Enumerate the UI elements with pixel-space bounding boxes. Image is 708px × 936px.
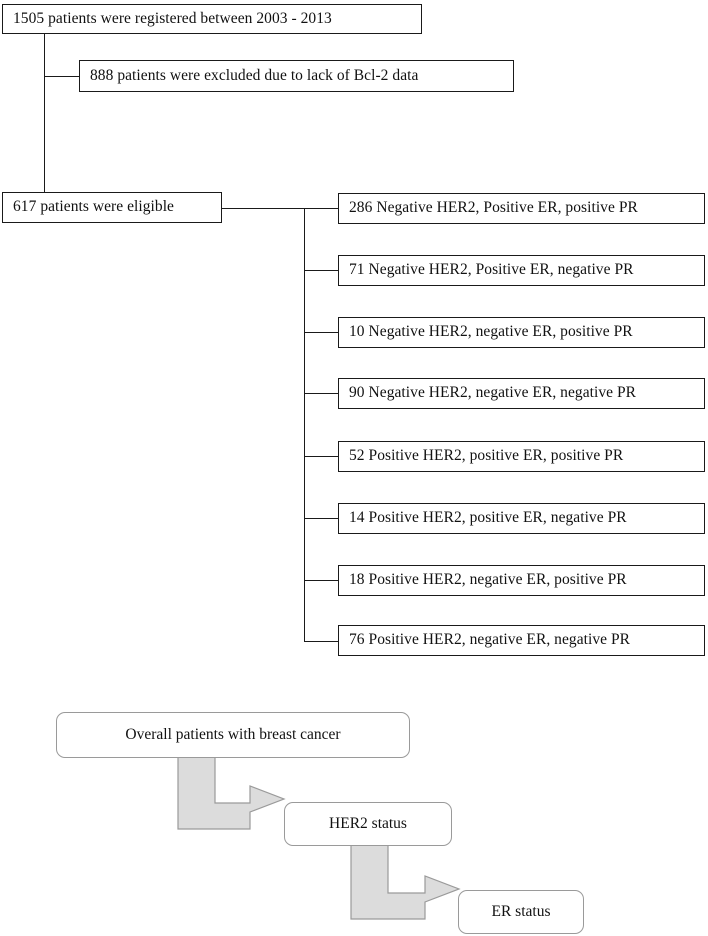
box-excluded: 888 patients were excluded due to lack o… bbox=[79, 60, 514, 92]
box-subgroup-1: 286 Negative HER2, Positive ER, positive… bbox=[338, 193, 705, 224]
box-subgroup-2: 71 Negative HER2, Positive ER, negative … bbox=[338, 255, 705, 286]
rounded-box-her2-status: HER2 status bbox=[284, 802, 452, 846]
box-subgroup-8: 76 Positive HER2, negative ER, negative … bbox=[338, 625, 705, 656]
box-subgroup-5-label: 52 Positive HER2, positive ER, positive … bbox=[349, 447, 624, 465]
connector-eligible-to-trunk bbox=[222, 208, 340, 209]
box-subgroup-2-label: 71 Negative HER2, Positive ER, negative … bbox=[349, 261, 634, 279]
rounded-box-her2-status-label: HER2 status bbox=[329, 815, 407, 832]
connector-subgroup-stub-3 bbox=[304, 332, 340, 333]
box-subgroup-4-label: 90 Negative HER2, negative ER, negative … bbox=[349, 384, 637, 402]
box-subgroup-4: 90 Negative HER2, negative ER, negative … bbox=[338, 378, 705, 409]
connector-registered-to-eligible bbox=[44, 34, 45, 209]
connector-subgroup-stub-6 bbox=[304, 518, 340, 519]
box-subgroup-3: 10 Negative HER2, negative ER, positive … bbox=[338, 317, 705, 348]
box-subgroup-8-label: 76 Positive HER2, negative ER, negative … bbox=[349, 631, 631, 649]
connector-to-excluded bbox=[44, 76, 80, 77]
box-eligible-label: 617 patients were eligible bbox=[13, 198, 174, 216]
connector-subgroup-stub-2 bbox=[304, 270, 340, 271]
connector-subgroup-stub-8 bbox=[304, 641, 340, 642]
connector-subgroup-stub-5 bbox=[304, 456, 340, 457]
box-subgroup-3-label: 10 Negative HER2, negative ER, positive … bbox=[349, 323, 633, 341]
bent-arrow-overall-to-her2 bbox=[177, 754, 286, 830]
rounded-box-er-status-label: ER status bbox=[491, 903, 551, 920]
box-subgroup-7: 18 Positive HER2, negative ER, positive … bbox=[338, 565, 705, 596]
box-subgroup-5: 52 Positive HER2, positive ER, positive … bbox=[338, 441, 705, 472]
box-subgroup-7-label: 18 Positive HER2, negative ER, positive … bbox=[349, 571, 627, 589]
box-eligible: 617 patients were eligible bbox=[2, 192, 222, 223]
bent-arrow-her2-to-er bbox=[350, 842, 461, 920]
box-registered-label: 1505 patients were registered between 20… bbox=[13, 9, 332, 27]
rounded-box-overall-patients: Overall patients with breast cancer bbox=[56, 712, 410, 758]
connector-subgroup-stub-7 bbox=[304, 580, 340, 581]
connector-subgroup-stub-4 bbox=[304, 393, 340, 394]
box-excluded-label: 888 patients were excluded due to lack o… bbox=[90, 66, 419, 84]
box-subgroup-6: 14 Positive HER2, positive ER, negative … bbox=[338, 503, 705, 534]
box-subgroup-1-label: 286 Negative HER2, Positive ER, positive… bbox=[349, 199, 638, 217]
connector-subgroup-trunk bbox=[304, 208, 305, 641]
box-subgroup-6-label: 14 Positive HER2, positive ER, negative … bbox=[349, 509, 627, 527]
rounded-box-er-status: ER status bbox=[458, 890, 584, 934]
connector-subgroup-stub-1 bbox=[304, 208, 340, 209]
rounded-box-overall-patients-label: Overall patients with breast cancer bbox=[125, 726, 341, 743]
box-registered: 1505 patients were registered between 20… bbox=[2, 4, 422, 34]
